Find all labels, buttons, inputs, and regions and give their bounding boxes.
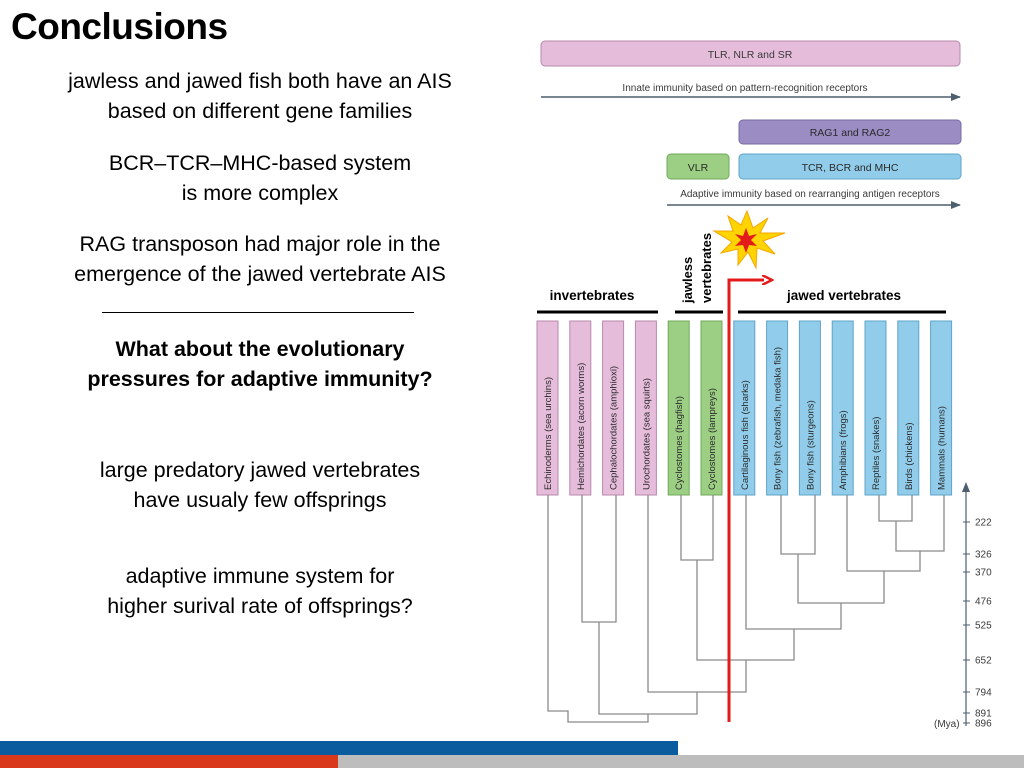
taxon-label: Amphibians (frogs) xyxy=(838,410,849,490)
taxa-row: Echinoderms (sea urchins) Hemichordates (… xyxy=(536,320,953,496)
time-tick-label: 891 xyxy=(975,709,992,720)
bullet-offspring-survival: adaptive immune system for higher suriva… xyxy=(20,561,500,621)
taxon-box xyxy=(897,320,920,496)
tcr-bcr-mhc-bar xyxy=(738,153,962,180)
bullet-line: is more complex xyxy=(181,181,339,205)
jawed-vertebrates-label: jawed vertebrates xyxy=(786,288,901,303)
bullet-line: have usualy few offsprings xyxy=(133,488,387,512)
taxon-box xyxy=(667,320,690,496)
tree-branch xyxy=(581,495,617,623)
rag-insertion-arrow xyxy=(727,280,764,722)
rag-bar xyxy=(738,119,962,145)
innate-receptors-bar xyxy=(540,40,961,67)
taxon-label: Cephalochordates (amphioxi) xyxy=(609,366,620,490)
taxon-label: Hemichordates (acorn worms) xyxy=(576,363,587,490)
time-axis-arrowhead xyxy=(962,482,970,492)
taxon-box xyxy=(634,320,657,496)
taxon-box xyxy=(569,320,592,496)
invertebrates-label: invertebrates xyxy=(550,288,635,303)
taxon-box xyxy=(798,320,821,496)
tree-branch xyxy=(680,495,714,561)
taxon-box xyxy=(831,320,854,496)
taxon-label: Reptiles (snakes) xyxy=(871,417,882,490)
time-tick-label: 222 xyxy=(975,518,992,529)
time-tick-label: 370 xyxy=(975,568,992,579)
bullet-line: BCR–TCR–MHC-based system xyxy=(108,151,412,175)
taxon-box xyxy=(733,320,756,496)
footer-stripe-gray xyxy=(338,755,1024,768)
taxon-label: Bony fish (sturgeons) xyxy=(805,400,816,490)
innate-immunity-label: Innate immunity based on pattern-recogni… xyxy=(622,83,867,94)
adaptive-immunity-label: Adaptive immunity based on rearranging a… xyxy=(680,189,940,200)
phylogenetic-tree xyxy=(547,495,945,723)
time-tick-label: 476 xyxy=(975,597,992,608)
bullet-line: What about the evolutionary xyxy=(115,337,405,361)
taxon-label: Cartilaginous fish (sharks) xyxy=(740,380,751,490)
taxon-box xyxy=(930,320,953,496)
divider-line xyxy=(102,312,414,313)
time-tick-label: 652 xyxy=(975,656,992,667)
time-tick-label: 525 xyxy=(975,621,992,632)
bullet-line: based on different gene families xyxy=(107,99,413,123)
bullet-predatory-vertebrates: large predatory jawed vertebrates have u… xyxy=(20,455,500,515)
taxon-box xyxy=(700,320,723,496)
bullet-bcr-tcr-mhc: BCR–TCR–MHC-based system is more complex xyxy=(20,148,500,208)
taxon-label: Cyclostomes (hagfish) xyxy=(674,396,685,490)
tree-branch xyxy=(895,495,945,552)
bullet-line: jawless and jawed fish both have an AIS xyxy=(68,69,452,93)
tree-branch xyxy=(745,495,842,630)
time-tick-label: 794 xyxy=(975,688,992,699)
taxon-box xyxy=(766,320,789,496)
time-tick-label: 896 xyxy=(975,719,992,730)
bullet-line: emergence of the jawed vertebrate AIS xyxy=(74,262,446,286)
tree-branch xyxy=(878,495,913,522)
tree-branch xyxy=(797,554,885,604)
explosion-icon xyxy=(712,209,786,270)
jawless-vertebrates-label: vertebrates xyxy=(699,233,714,303)
tcr-bcr-mhc-label: TCR, BCR and MHC xyxy=(802,162,899,174)
vlr-bar xyxy=(666,153,730,180)
bullet-line: adaptive immune system for xyxy=(125,564,395,588)
vlr-label: VLR xyxy=(688,162,709,174)
question-evolutionary-pressures: What about the evolutionary pressures fo… xyxy=(20,334,500,394)
taxon-label: Bony fish (zebrafish, medaka fish) xyxy=(773,347,784,490)
jawless-label: jawless xyxy=(680,257,695,304)
tree-branch xyxy=(547,495,649,723)
bullet-line: RAG transposon had major role in the xyxy=(79,232,441,256)
time-axis-unit: (Mya) xyxy=(934,719,960,730)
taxon-label: Cyclostomes (lampreys) xyxy=(707,388,718,490)
footer-stripe-blue xyxy=(0,741,678,755)
taxon-box xyxy=(602,320,625,496)
slide-title: Conclusions xyxy=(11,6,228,47)
bullet-line: higher surival rate of offsprings? xyxy=(107,594,413,618)
innate-receptors-label: TLR, NLR and SR xyxy=(708,49,793,61)
time-tick-label: 326 xyxy=(975,550,992,561)
bullet-line: large predatory jawed vertebrates xyxy=(99,458,421,482)
bullet-line: pressures for adaptive immunity? xyxy=(87,367,433,391)
rag-label: RAG1 and RAG2 xyxy=(810,127,891,139)
taxon-label: Urochordates (sea squirts) xyxy=(641,378,652,490)
bullet-rag-transposon: RAG transposon had major role in the eme… xyxy=(20,229,500,289)
taxon-box xyxy=(864,320,887,496)
tree-branch xyxy=(846,495,921,572)
taxon-label: Birds (chickens) xyxy=(904,422,915,490)
tree-branch xyxy=(780,495,816,555)
taxon-label: Mammals (humans) xyxy=(937,406,948,490)
footer-stripe-red xyxy=(0,755,338,768)
bullet-ais-gene-families: jawless and jawed fish both have an AIS … xyxy=(20,66,500,126)
taxon-label: Echinoderms (sea urchins) xyxy=(543,377,554,490)
